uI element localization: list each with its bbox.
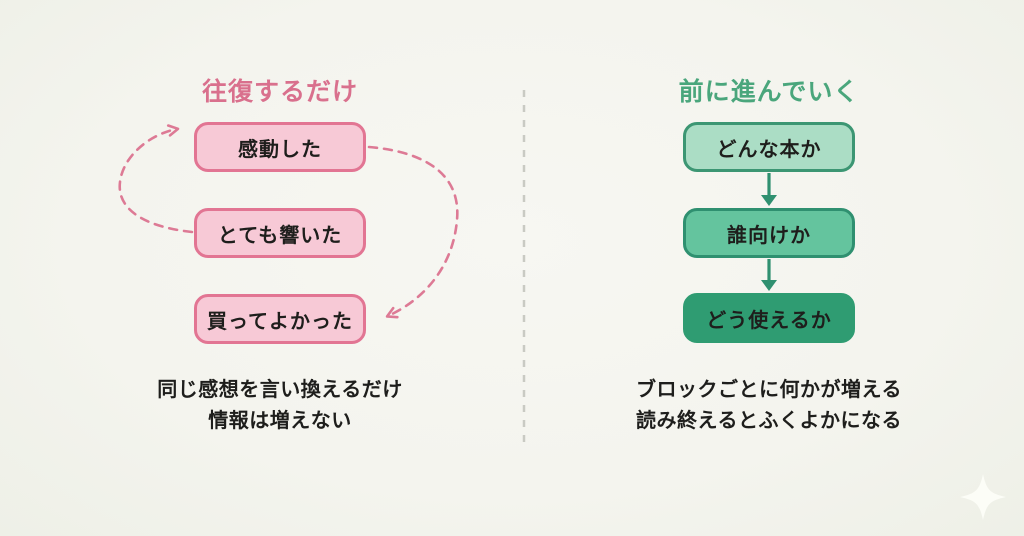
left-caption-line2: 情報は増えない: [208, 410, 352, 432]
left-box-2: とても響いた: [194, 208, 366, 258]
left-box-1-label: 感動した: [238, 138, 322, 161]
right-box-1-label: どんな本か: [716, 138, 822, 161]
right-box-1: どんな本か: [683, 122, 855, 172]
left-title: 往復するだけ: [201, 78, 358, 106]
left-box-3: 買ってよかった: [194, 294, 366, 344]
loop-arrow-left: [118, 124, 194, 234]
left-box-3-label: 買ってよかった: [207, 310, 353, 333]
right-box-2-label: 誰向けか: [727, 224, 811, 247]
down-arrow-1: [761, 173, 777, 206]
sparkle-icon: [960, 474, 1006, 520]
left-caption: 同じ感想を言い換えるだけ 情報は増えない: [100, 375, 460, 437]
right-box-3: どう使えるか: [683, 293, 855, 343]
right-caption-line2: 読み終えるとふくよかになる: [636, 410, 902, 432]
right-caption: ブロックごとに何かが増える 読み終えるとふくよかになる: [589, 375, 949, 437]
left-caption-line1: 同じ感想を言い換えるだけ: [157, 379, 403, 401]
left-box-2-label: とても響いた: [217, 224, 343, 247]
left-box-1: 感動した: [194, 122, 366, 172]
down-arrow-2: [761, 259, 777, 291]
loop-arrow-right: [367, 145, 459, 319]
right-caption-line1: ブロックごとに何かが増える: [636, 379, 902, 401]
right-title: 前に進んでいく: [678, 78, 860, 106]
right-box-3-label: どう使えるか: [706, 309, 832, 332]
right-box-2: 誰向けか: [683, 208, 855, 258]
